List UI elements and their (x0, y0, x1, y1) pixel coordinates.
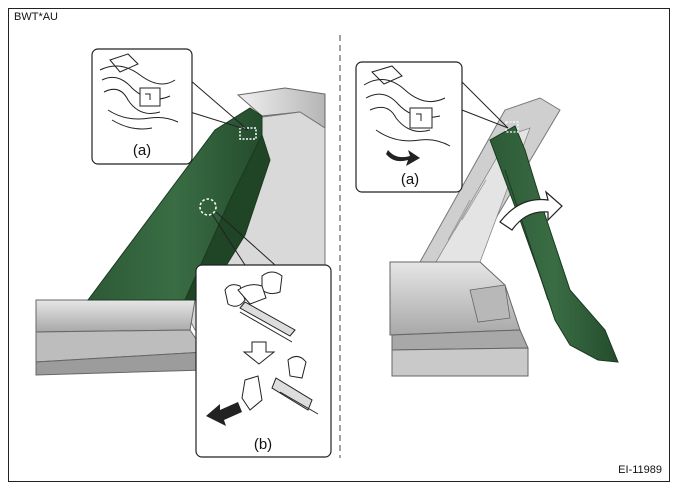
dashboard-panel (35, 299, 196, 333)
callout-a-drawing-right (363, 65, 451, 147)
callout-b-clip-tool-top (224, 271, 296, 343)
left-panel-illustration: (a) (b) (35, 48, 332, 458)
down-arrow (242, 341, 276, 365)
callout-a-label-left: (a) (133, 142, 151, 159)
callout-a-label-right: (a) (401, 171, 419, 188)
pillar-ribs (447, 179, 487, 241)
callout-a-drawing (99, 53, 179, 130)
dashboard-vent (469, 284, 511, 323)
callout-b-label: (b) (254, 436, 272, 453)
right-panel-illustration: (a) (355, 61, 619, 377)
removal-arrow-b (206, 402, 242, 426)
figure-code: BWT*AU (14, 11, 58, 23)
callout-b-clip-tool-bottom (241, 356, 319, 415)
illustration-id: EI-11989 (618, 464, 662, 476)
rotation-arrow (499, 190, 563, 231)
disconnect-arrow (386, 150, 420, 166)
clip-b-marker (199, 198, 217, 216)
clip-a-marker (239, 127, 257, 140)
